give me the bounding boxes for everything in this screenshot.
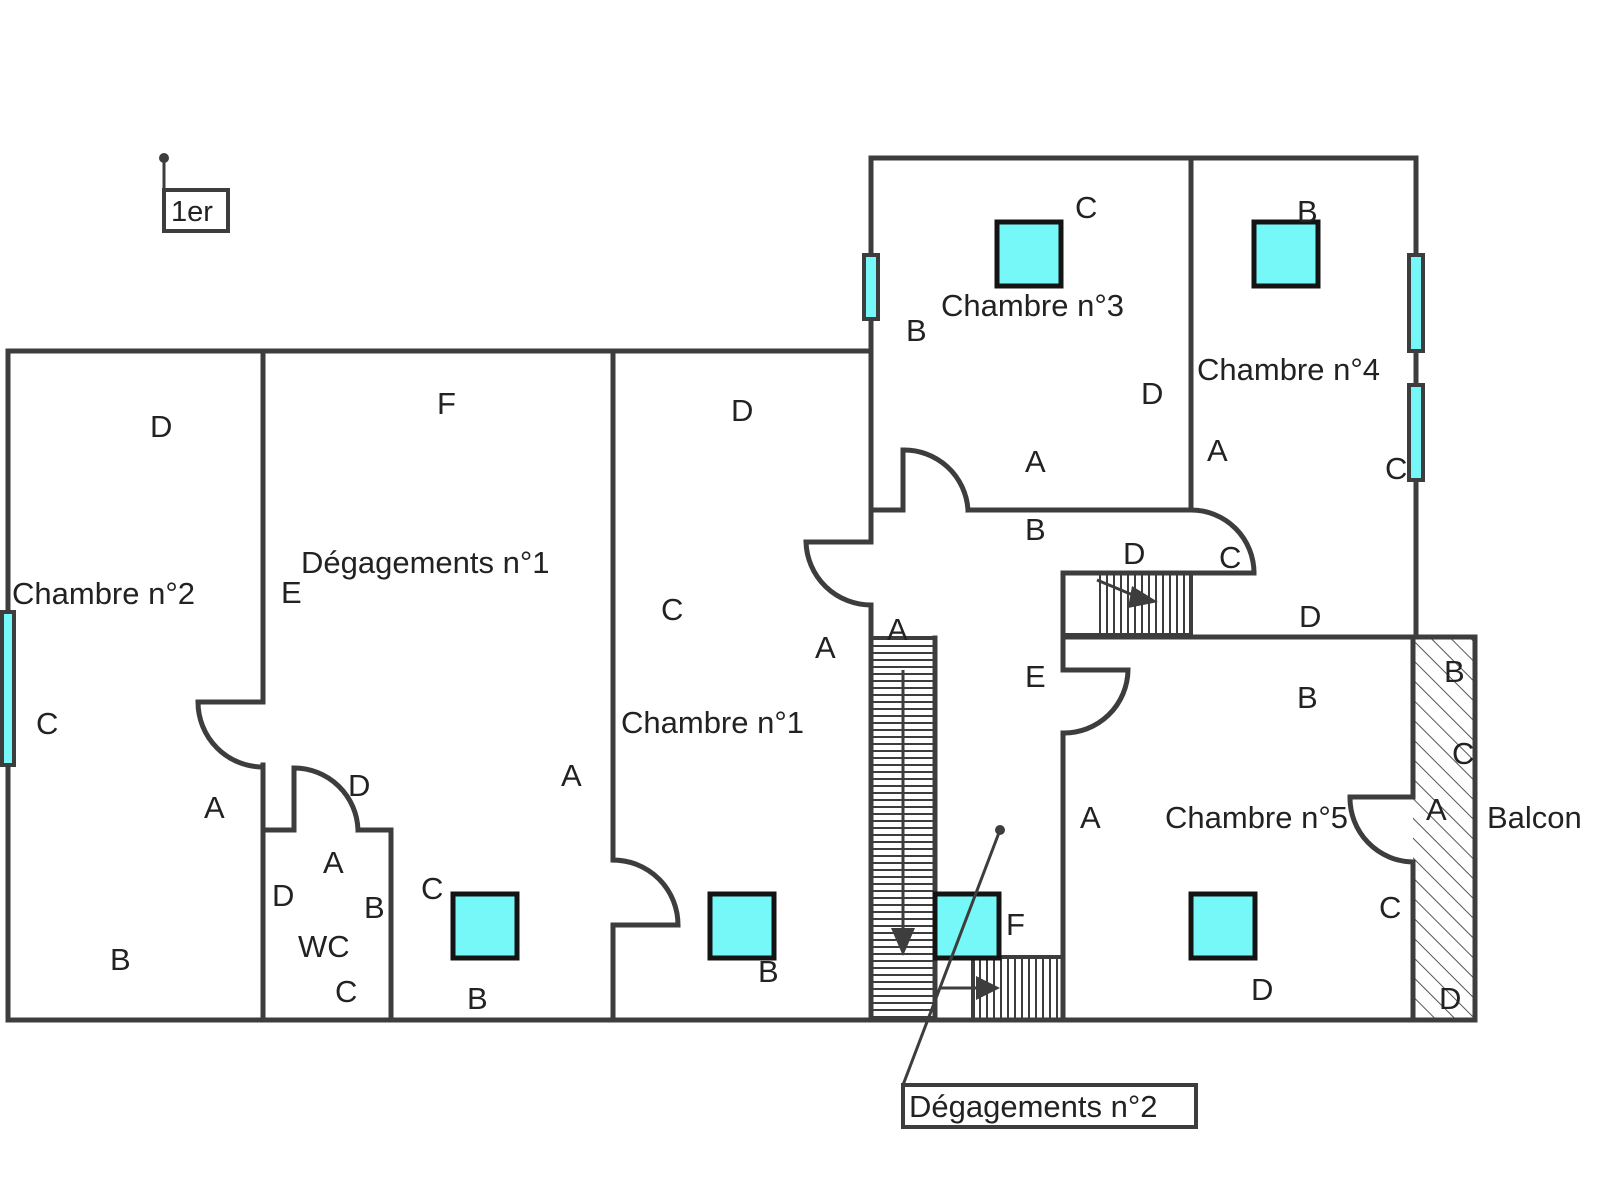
wall-label: D (150, 409, 172, 444)
room-name-chambre3: Chambre n°3 (941, 288, 1124, 323)
room-names: Chambre n°2 Dégagements n°1 WC Chambre n… (12, 288, 1582, 1124)
stair-arrows (891, 578, 1158, 1000)
floor-marker: 1er (159, 153, 230, 233)
wall-label: B (906, 313, 927, 348)
radiator-chambre1 (707, 891, 777, 961)
window-chambre4-top (1407, 253, 1425, 353)
wall-label: F (437, 386, 456, 421)
wall-label: B (110, 942, 131, 977)
window-chambre3 (862, 253, 880, 321)
degagements2-leader (901, 825, 1198, 1129)
radiator-chambre4 (1251, 219, 1321, 289)
wall-label: A (561, 758, 582, 793)
staircase-upper (1061, 571, 1193, 637)
balcon-area (1413, 637, 1475, 1020)
room-name-degagements1: Dégagements n°1 (301, 545, 550, 580)
wall-label: C (36, 706, 58, 741)
room-name-chambre2: Chambre n°2 (12, 576, 195, 611)
radiator-chambre5 (1188, 891, 1258, 961)
radiator-degagements2 (932, 891, 1002, 961)
wall-label: A (1080, 800, 1101, 835)
wall-label: B (758, 954, 779, 989)
wall-label: D (1123, 536, 1145, 571)
wall-label: B (364, 890, 385, 925)
radiators (450, 219, 1321, 961)
wall-label: E (1025, 659, 1046, 694)
wall-label: C (421, 871, 443, 906)
doors (195, 447, 1416, 928)
windows (0, 253, 1425, 767)
radiator-degagements1 (450, 891, 520, 961)
wall-label: B (1297, 194, 1318, 229)
wall-label: E (281, 575, 302, 610)
wall-label: A (204, 790, 225, 825)
window-chambre4-bottom (1407, 383, 1425, 482)
wall-label: A (887, 612, 908, 647)
wall-label: C (335, 974, 357, 1009)
wall-label: A (815, 630, 836, 665)
wall-label: D (1251, 972, 1273, 1007)
wall-label: C (661, 592, 683, 627)
room-name-degagements2: Dégagements n°2 (909, 1089, 1158, 1124)
room-name-balcon: Balcon (1487, 800, 1582, 835)
window-chambre2 (0, 610, 16, 767)
wall-label: A (1426, 792, 1447, 827)
wall-label: A (1025, 444, 1046, 479)
room-name-chambre4: Chambre n°4 (1197, 352, 1380, 387)
wall-label: C (1379, 890, 1401, 925)
wall-label: D (272, 878, 294, 913)
walls (5, 155, 1478, 1023)
wall-label: D (1439, 981, 1461, 1016)
wall-label: F (1006, 907, 1025, 942)
wall-label: D (1141, 376, 1163, 411)
wall-label: D (348, 768, 370, 803)
wall-label: A (1207, 433, 1228, 468)
wall-label: B (1025, 512, 1046, 547)
radiator-chambre3 (994, 219, 1064, 289)
wall-label: B (467, 981, 488, 1016)
wall-label: B (1444, 654, 1465, 689)
room-name-chambre5: Chambre n°5 (1165, 800, 1348, 835)
room-name-wc: WC (298, 929, 350, 964)
wall-label: D (731, 393, 753, 428)
wall-label: C (1452, 736, 1474, 771)
wall-label: C (1075, 190, 1097, 225)
wall-label: B (1297, 680, 1318, 715)
wall-label: C (1219, 540, 1241, 575)
wall-labels: D C A B F E A C B D A D B C D C A B C B … (36, 190, 1474, 1016)
floor-label: 1er (171, 196, 213, 228)
wall-label: A (323, 845, 344, 880)
wall-label: C (1385, 451, 1407, 486)
wall-label: D (1299, 599, 1321, 634)
room-name-chambre1: Chambre n°1 (621, 705, 804, 740)
